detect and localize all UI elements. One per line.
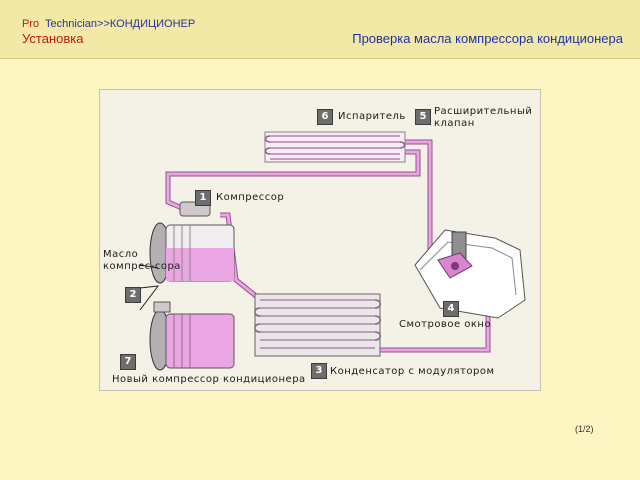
callout-badge-1: 1 [195,190,211,206]
page-title: Проверка масла компрессора кондиционера [352,31,623,46]
callout-label-compressor-oil-2: компрес-сора [103,261,181,272]
evaporator-icon [264,131,406,163]
breadcrumb-path[interactable]: Technician>>КОНДИЦИОНЕР [45,18,196,30]
new-compressor-icon [149,301,235,371]
callout-badge-7: 7 [120,354,136,370]
sight-glass-icon [414,229,526,319]
oil-pointer [139,264,160,311]
callout-label-sight-glass: Смотровое окно [399,319,492,330]
callout-badge-2: 2 [125,287,141,303]
diagram-graphic [139,131,526,371]
callout-label-compressor-oil-1: Масло [103,249,139,260]
ac-system-diagram: 1 Компрессор 2 Масло компрес-сора 3 Конд… [99,89,541,391]
condenser-icon [254,293,381,357]
callout-badge-3: 3 [311,363,327,379]
header-bar: Pro Technician>>КОНДИЦИОНЕР Установка Пр… [0,0,640,59]
callout-badge-4: 4 [443,301,459,317]
callout-label-expansion-valve-1: Расширительный [434,106,533,117]
callout-badge-6: 6 [317,109,333,125]
page-counter: (1/2) [575,424,594,434]
callout-label-new-compressor: Новый компрессор кондиционера [112,374,306,385]
brand-label: Pro [22,18,40,30]
callout-label-compressor: Компрессор [216,192,285,203]
callout-label-condenser: Конденсатор с модулятором [330,366,495,377]
section-title: Установка [22,31,84,46]
callout-label-evaporator: Испаритель [338,111,406,122]
oil-level-indicator [166,248,234,281]
callout-label-expansion-valve-2: клапан [434,118,475,129]
callout-badge-5: 5 [415,109,431,125]
breadcrumb: Pro Technician>>КОНДИЦИОНЕР [22,18,195,30]
